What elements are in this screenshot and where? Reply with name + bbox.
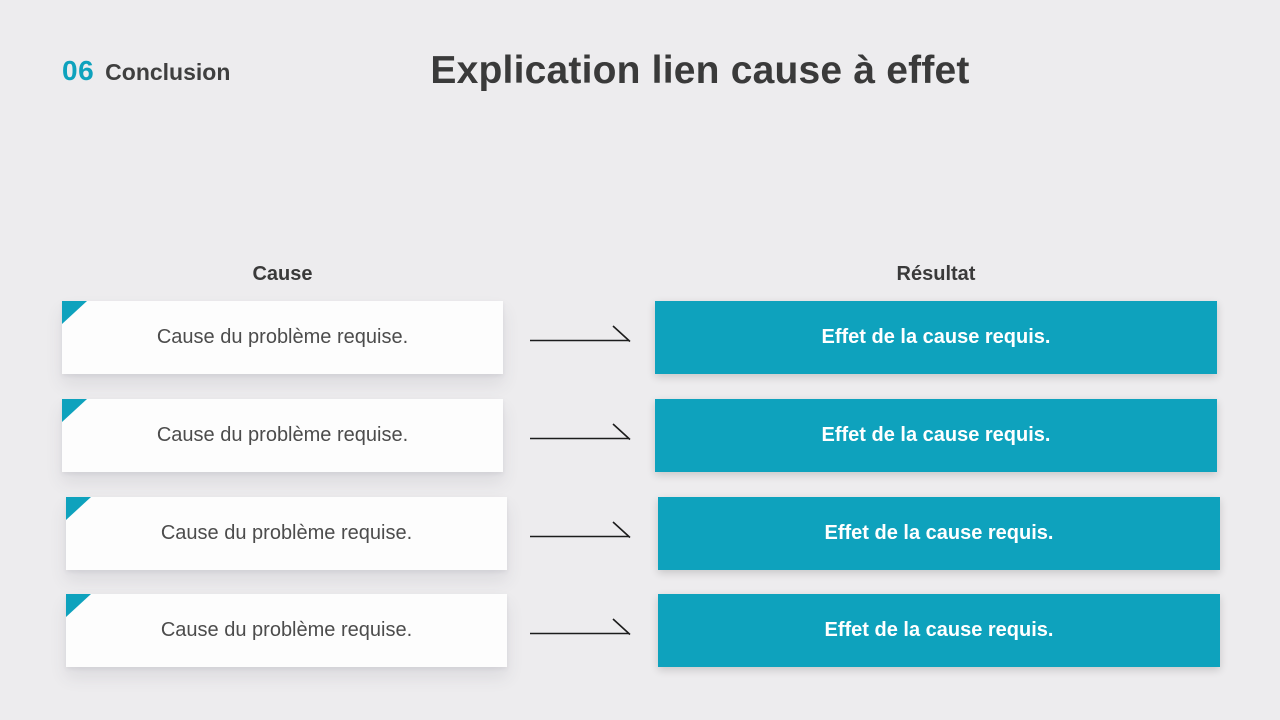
arrow-right-icon	[530, 325, 631, 343]
effect-card-text: Effet de la cause requis.	[824, 522, 1054, 544]
cause-card-text: Cause du problème requise.	[160, 522, 413, 544]
corner-triangle-icon	[66, 497, 91, 520]
effect-card: Effet de la cause requis.	[655, 399, 1217, 472]
page-title: Explication lien cause à effet	[430, 49, 970, 92]
cause-effect-row: Cause du problème requise. Effet de la c…	[0, 594, 1280, 667]
cause-card-text: Cause du problème requise.	[160, 619, 413, 641]
cause-effect-row: Cause du problème requise. Effet de la c…	[0, 399, 1280, 472]
effect-card: Effet de la cause requis.	[655, 301, 1217, 374]
arrow-right-icon	[530, 521, 631, 539]
cause-effect-row: Cause du problème requise. Effet de la c…	[0, 301, 1280, 374]
column-header-result: Résultat	[896, 263, 976, 285]
cause-card-text: Cause du problème requise.	[156, 326, 409, 348]
effect-card: Effet de la cause requis.	[658, 497, 1220, 570]
arrow-right-icon	[530, 423, 631, 441]
column-header-cause: Cause	[252, 263, 313, 285]
effect-card: Effet de la cause requis.	[658, 594, 1220, 667]
section-number: 06	[62, 55, 95, 86]
cause-card: Cause du problème requise.	[66, 594, 507, 667]
corner-triangle-icon	[62, 301, 87, 324]
cause-card: Cause du problème requise.	[66, 497, 507, 570]
corner-triangle-icon	[66, 594, 91, 617]
cause-card: Cause du problème requise.	[62, 301, 503, 374]
section-label: Conclusion	[105, 59, 231, 85]
cause-card-text: Cause du problème requise.	[156, 424, 409, 446]
effect-card-text: Effet de la cause requis.	[824, 619, 1054, 641]
cause-card: Cause du problème requise.	[62, 399, 503, 472]
effect-card-text: Effet de la cause requis.	[821, 326, 1051, 348]
corner-triangle-icon	[62, 399, 87, 422]
arrow-right-icon	[530, 618, 631, 636]
effect-card-text: Effet de la cause requis.	[821, 424, 1051, 446]
section-badge: 06 Conclusion	[62, 55, 230, 87]
cause-effect-row: Cause du problème requise. Effet de la c…	[0, 497, 1280, 570]
